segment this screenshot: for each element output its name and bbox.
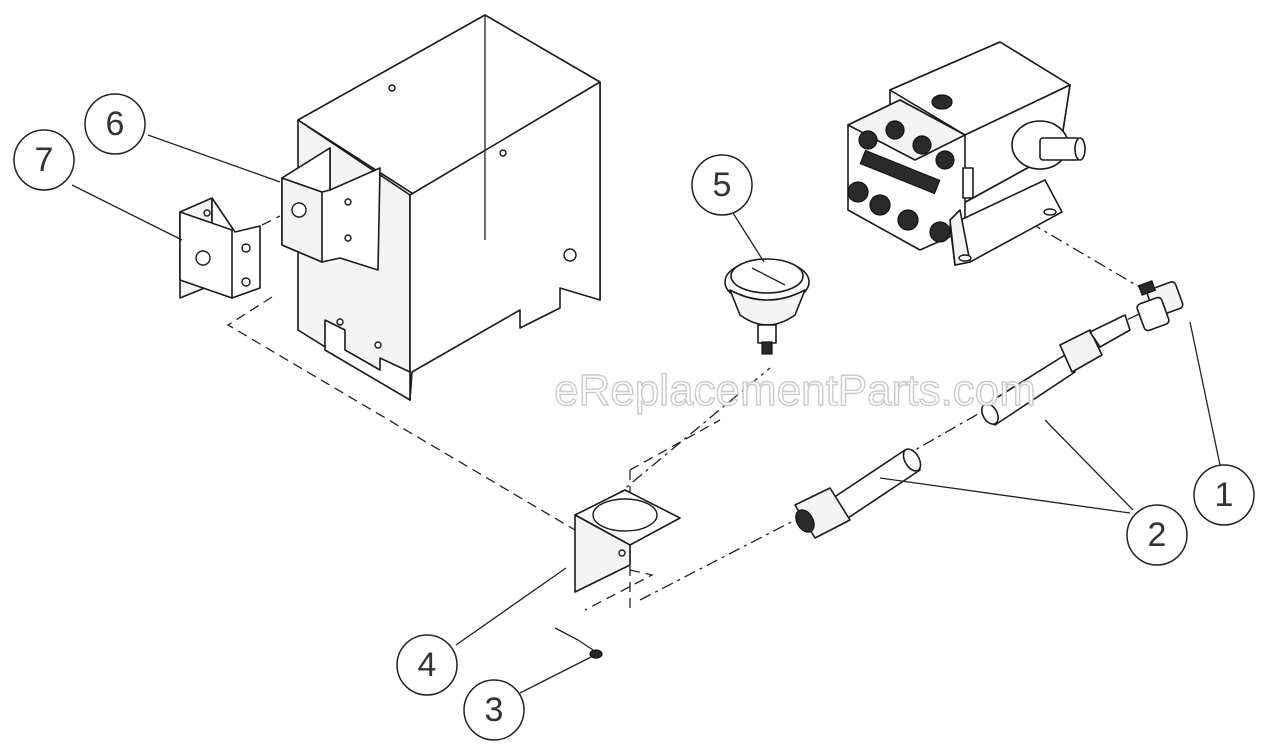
part-4-bracket: [574, 489, 681, 593]
part-1-elbow: [1136, 280, 1184, 332]
callout-5: 5: [691, 154, 753, 216]
part-2-hose-upper: [981, 314, 1131, 426]
callout-3-label: 3: [485, 691, 504, 729]
part-6-bracket: [281, 147, 381, 271]
watermark-text: eReplacementParts.com: [554, 366, 1036, 415]
callout-2-label: 2: [1148, 516, 1167, 554]
leader-lines: [71, 134, 1221, 694]
callout-2: 2: [1126, 504, 1188, 566]
part-5-gauge: [724, 258, 810, 355]
part-7-bracket: [179, 197, 261, 299]
callout-1: 1: [1193, 464, 1255, 526]
callout-5-label: 5: [713, 166, 732, 204]
callout-6: 6: [84, 93, 146, 155]
callout-3: 3: [463, 679, 525, 741]
callout-1-label: 1: [1215, 476, 1234, 514]
assembly-lines: [226, 204, 1149, 641]
callout-7: 7: [13, 129, 75, 191]
part-2-hose-lower: [794, 448, 922, 539]
part-3-screw: [577, 639, 603, 659]
callout-7-label: 7: [35, 141, 54, 179]
callout-6-label: 6: [106, 105, 125, 143]
pump-assembly: [847, 41, 1086, 266]
callout-4: 4: [396, 634, 458, 696]
callout-4-label: 4: [418, 646, 437, 684]
